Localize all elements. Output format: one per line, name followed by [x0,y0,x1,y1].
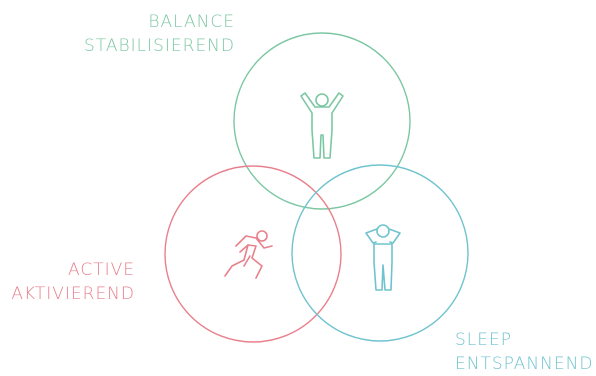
sleep-subtitle: ENTSPANNEND [455,354,594,374]
running-person-icon [224,230,273,279]
active-circle [164,165,342,343]
balance-title: BALANCE [148,12,235,32]
sleep-title: SLEEP [455,330,512,350]
active-label: ACTIVE AKTIVIEREND [11,258,135,306]
relaxed-person-hands-behind-head-icon [365,224,401,291]
sleep-circle [291,164,469,342]
standing-arms-raised-person-icon [300,92,344,159]
active-subtitle: AKTIVIEREND [11,284,135,304]
balance-circle [233,32,411,210]
active-title: ACTIVE [68,260,135,280]
sleep-label: SLEEP ENTSPANNEND [455,328,593,376]
balance-label: BALANCE STABILISIEREND [84,10,235,58]
balance-subtitle: STABILISIEREND [83,36,235,56]
